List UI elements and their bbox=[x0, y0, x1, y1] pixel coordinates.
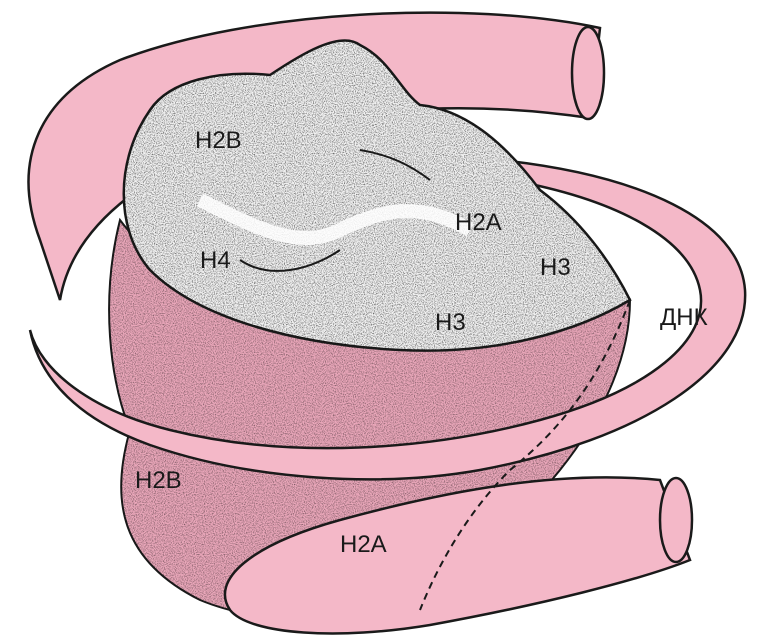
label-h3-front: H3 bbox=[435, 309, 466, 336]
label-h2a-bottom: H2A bbox=[340, 531, 387, 558]
dna-end-cap-bottom bbox=[660, 478, 692, 562]
label-h2a-top: H2A bbox=[455, 209, 502, 236]
label-h4: H4 bbox=[200, 247, 231, 274]
label-h3-right: H3 bbox=[540, 254, 571, 281]
label-h2b-top: H2B bbox=[195, 127, 242, 154]
dna-end-cap-top bbox=[572, 27, 604, 119]
label-h2b-bottom: H2B bbox=[135, 467, 182, 494]
label-dna: ДНК bbox=[660, 304, 708, 331]
